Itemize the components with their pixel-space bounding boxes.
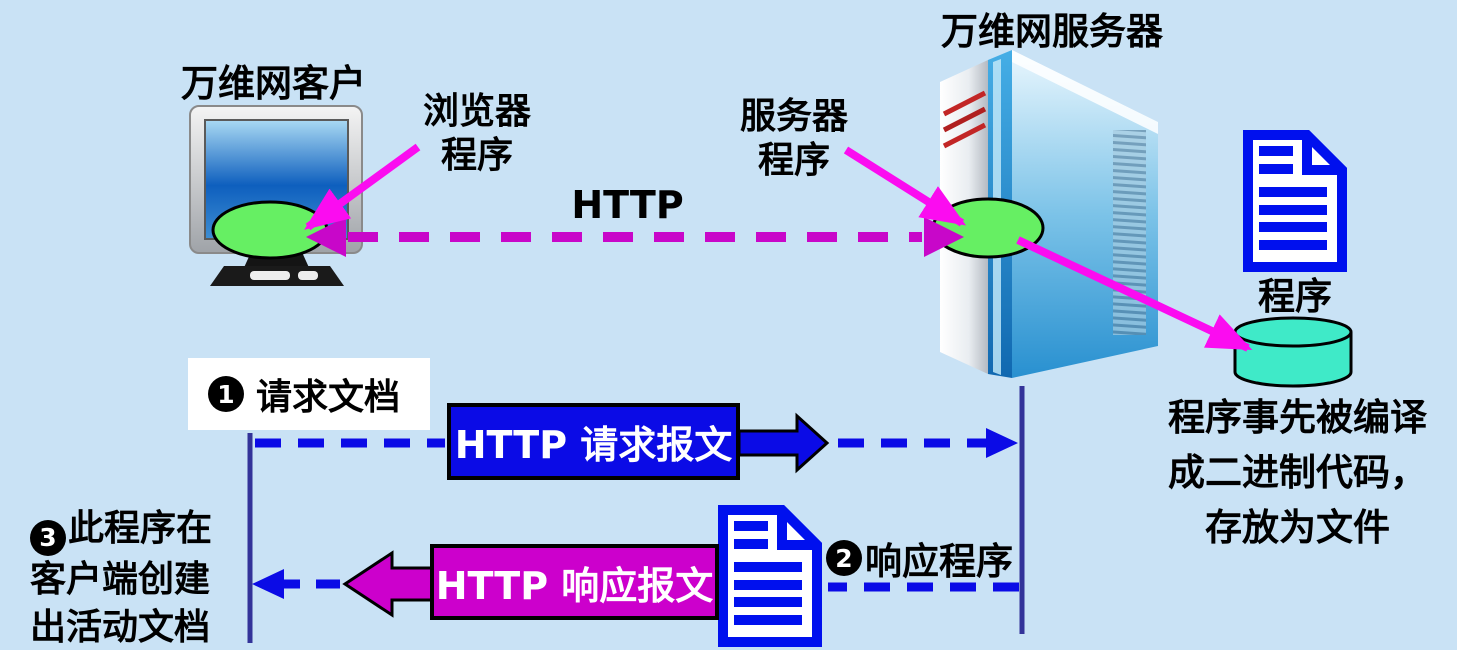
http-response-message-box: HTTP 响应报文 xyxy=(430,544,719,620)
step2-number-badge: 2 xyxy=(826,540,862,576)
step1-number-badge: 1 xyxy=(208,376,244,412)
step3-number-badge: 3 xyxy=(30,520,66,556)
server-program-pointer-arrow xyxy=(843,146,967,227)
step1-label: 请求文档 xyxy=(256,377,401,418)
step3-label: 此程序在 客户端创建 出活动文档 xyxy=(30,508,213,648)
step2-response-program: 2 响应程序 xyxy=(826,531,1013,585)
step2-label: 响应程序 xyxy=(865,540,1013,583)
browser-process-ellipse xyxy=(211,200,329,260)
program-file-pointer-arrow xyxy=(1016,236,1253,352)
request-solid-arrow-icon xyxy=(737,412,830,474)
http-response-message-label: HTTP 响应报文 xyxy=(435,563,714,608)
server-title: 万维网服务器 xyxy=(941,10,1163,53)
browser-program-label: 浏览器 程序 xyxy=(422,91,531,176)
storage-note: 程序事先被编译 成二进制代码， 存放为文件 xyxy=(1168,396,1427,549)
http-request-message-box: HTTP 请求报文 xyxy=(447,403,740,480)
response-document-icon xyxy=(718,505,822,647)
client-title: 万维网客户 xyxy=(181,62,366,105)
http-request-arrow xyxy=(255,412,1018,474)
http-response-arrow xyxy=(252,550,1019,618)
disk-cylinder-icon xyxy=(1233,316,1353,388)
step1-request-document-box: 1 请求文档 xyxy=(188,358,430,430)
response-solid-arrow-icon xyxy=(342,550,436,618)
program-document-label: 程序 xyxy=(1258,275,1332,318)
server-program-label: 服务器 程序 xyxy=(739,96,848,181)
browser-pointer-arrow xyxy=(304,143,421,231)
http-protocol-label: HTTP xyxy=(571,183,684,227)
http-request-message-label: HTTP 请求报文 xyxy=(454,423,733,467)
program-document-icon xyxy=(1243,130,1347,272)
